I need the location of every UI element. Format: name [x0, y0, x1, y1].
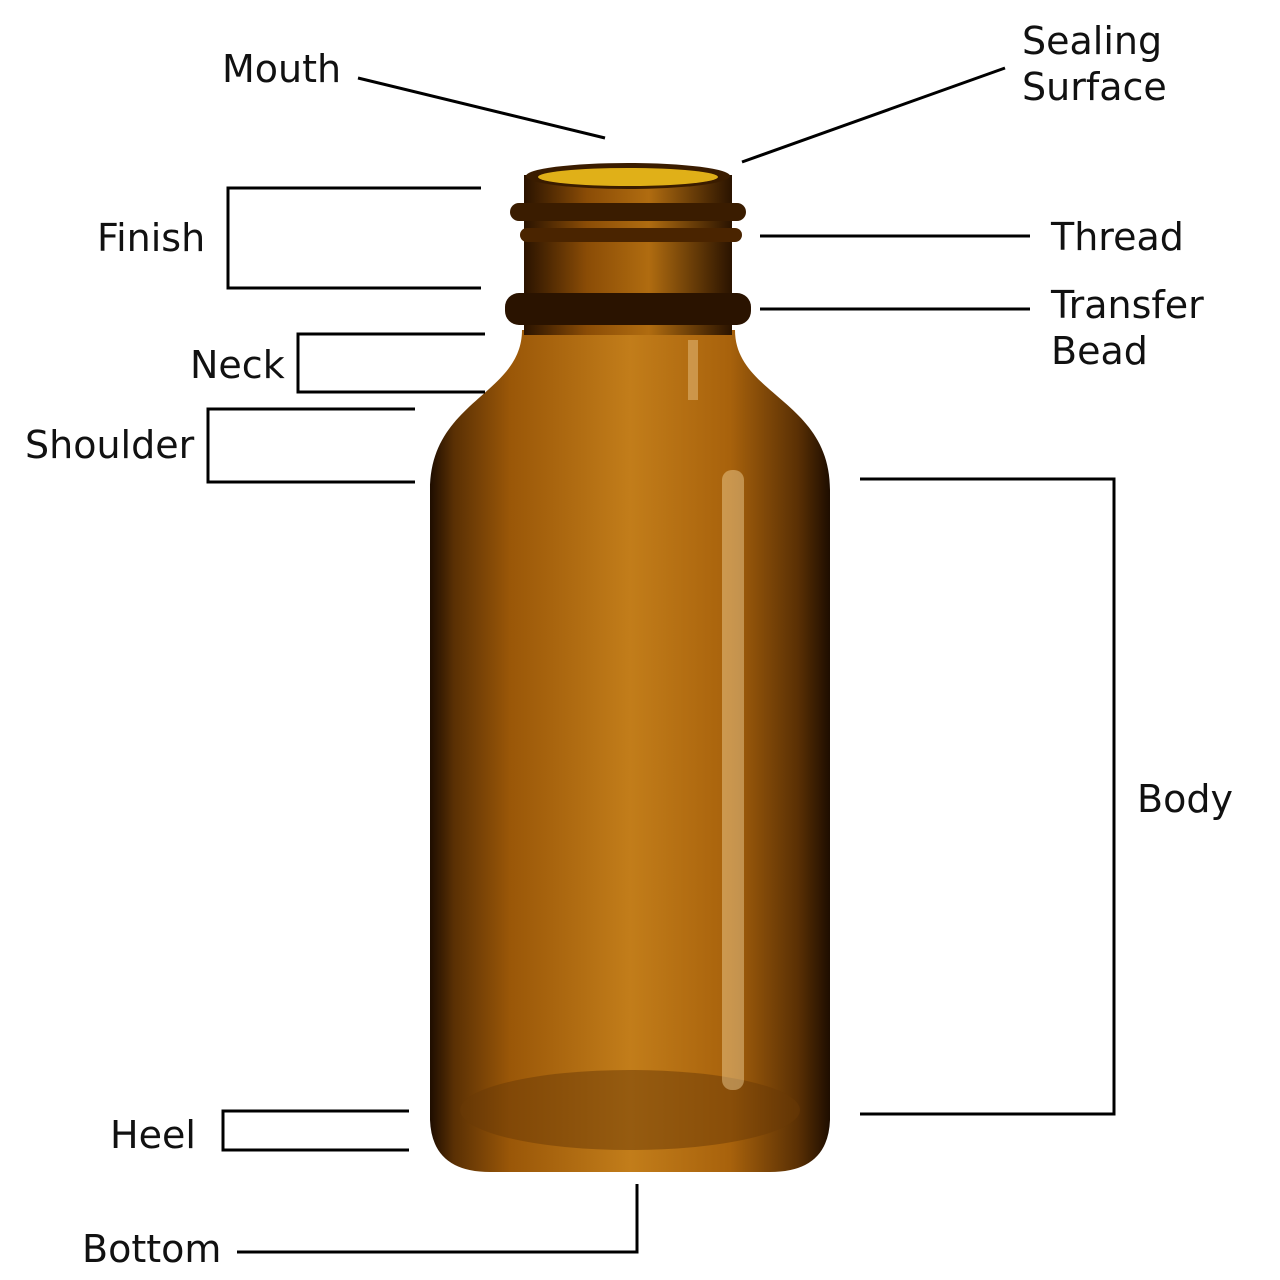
bottle-image — [430, 163, 830, 1172]
transfer-bead-label-line2: Bead — [1051, 329, 1148, 373]
transfer-bead-label-line1: Transfer — [1050, 283, 1204, 327]
body-label: Body — [1137, 777, 1233, 821]
label-thread: Thread — [760, 215, 1184, 259]
label-transfer-bead: Transfer Bead — [760, 283, 1204, 373]
label-body: Body — [860, 477, 1233, 1116]
bottom-label: Bottom — [82, 1227, 221, 1271]
mouth-label: Mouth — [222, 47, 341, 91]
thread-label: Thread — [1050, 215, 1184, 259]
sealing-surface-label-line1: Sealing — [1022, 19, 1162, 63]
sealing-surface-leader-line — [741, 66, 1006, 164]
label-shoulder: Shoulder — [25, 407, 415, 484]
label-finish: Finish — [97, 186, 481, 290]
shoulder-bracket — [206, 407, 415, 484]
heel-label: Heel — [110, 1113, 196, 1157]
neck-label: Neck — [190, 343, 285, 387]
label-bottom: Bottom — [82, 1184, 639, 1271]
sealing-surface-label-line2: Surface — [1022, 65, 1167, 109]
finish-bracket — [226, 186, 481, 290]
heel-bracket — [221, 1109, 409, 1152]
body-bracket — [860, 477, 1116, 1116]
label-heel: Heel — [110, 1109, 409, 1157]
label-neck: Neck — [190, 332, 485, 394]
label-mouth: Mouth — [222, 47, 606, 140]
finish-label: Finish — [97, 216, 205, 260]
neck-bracket — [296, 332, 485, 394]
shoulder-label: Shoulder — [25, 423, 195, 467]
mouth-leader-line — [357, 76, 606, 140]
bottom-leader-line — [237, 1184, 639, 1254]
label-sealing-surface: Sealing Surface — [741, 19, 1167, 164]
